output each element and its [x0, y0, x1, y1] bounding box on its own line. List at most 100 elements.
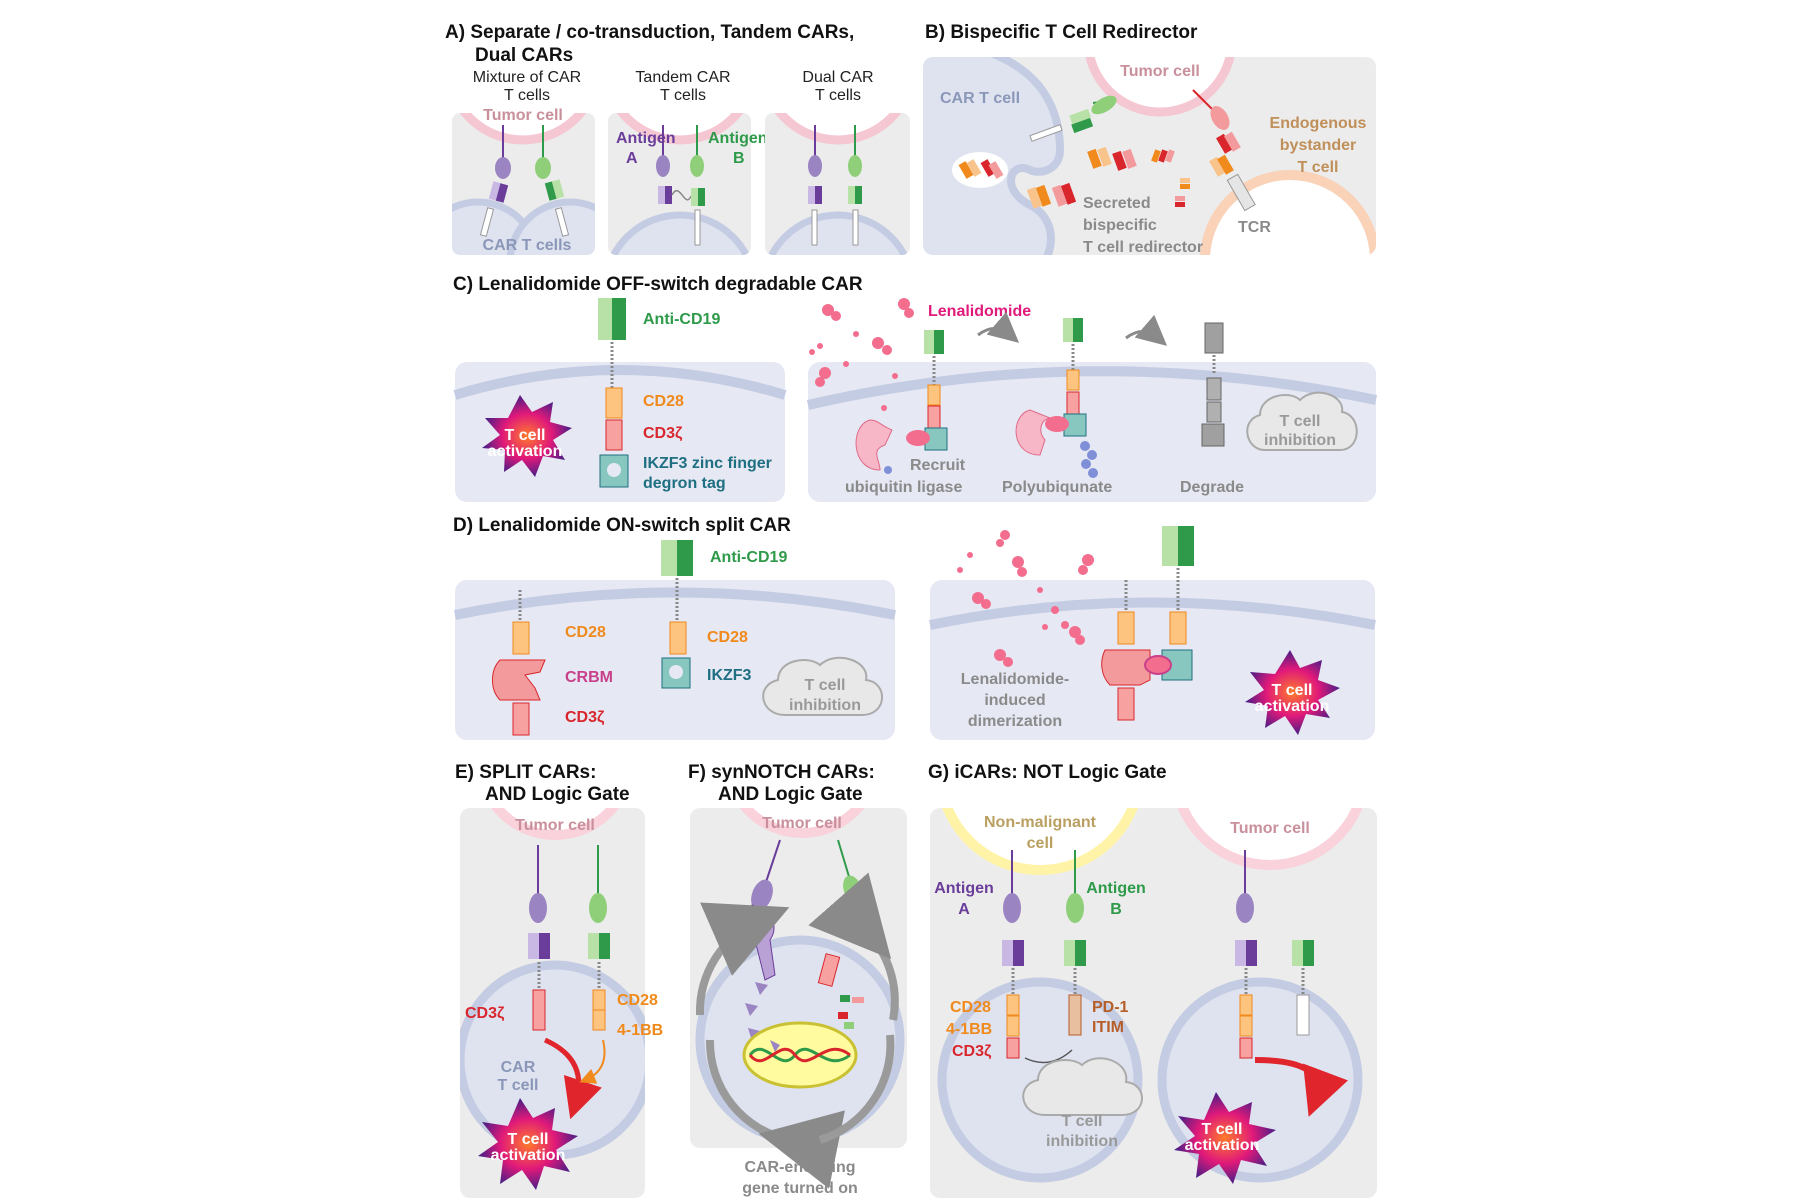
- box-tandem: [608, 113, 751, 255]
- anti-cd19-label: Anti-CD19: [643, 311, 720, 328]
- caption-2: gene turned on: [742, 1180, 858, 1197]
- car-t-cell-right: [506, 198, 595, 255]
- activation-label-2: activation: [1185, 1137, 1260, 1154]
- col3-label-2: T cells: [815, 87, 861, 104]
- inhibition-label-2: inhibition: [1264, 432, 1336, 449]
- cd3z-domain: [605, 419, 623, 451]
- cd28-left-label: CD28: [565, 624, 606, 641]
- car-t-cell: [923, 57, 1065, 255]
- scfv-a: [488, 181, 502, 201]
- activation-label-2: activation: [1255, 698, 1330, 715]
- cd28-domain: [605, 387, 623, 419]
- col1-label: Mixture of CAR: [473, 69, 581, 86]
- col2-label-2: T cells: [660, 87, 706, 104]
- tumor-cell-label: Tumor cell: [483, 107, 563, 124]
- ikzf3-label: IKZF3: [707, 667, 752, 684]
- activation-label-2: activation: [488, 443, 563, 460]
- cd28-label: CD28: [617, 992, 658, 1009]
- col1-label-2: T cells: [504, 87, 550, 104]
- antigen-a-label-2: A: [626, 150, 638, 167]
- activation-burst: [1245, 650, 1340, 735]
- 4-1bb-label: 4-1BB: [617, 1022, 663, 1039]
- lenalidomide-molecules: [957, 530, 1094, 667]
- cd28-label: CD28: [950, 999, 991, 1016]
- antigen-a-label: Antigen: [934, 880, 994, 897]
- car-t-label: CAR T cell: [940, 90, 1020, 107]
- panel-e: E) SPLIT CARs: AND Logic Gate Tumor cell…: [455, 762, 663, 1198]
- 4-1bb-label: 4-1BB: [946, 1021, 992, 1038]
- ubiquitin-chain: [1080, 441, 1098, 478]
- ikzf3-label-2: degron tag: [643, 475, 726, 492]
- endo-label-3: T cell: [1298, 159, 1339, 176]
- antigen-b-label: Antigen: [1086, 880, 1146, 897]
- lenalidomide-molecules: [809, 298, 914, 411]
- crbm-domain: [492, 659, 546, 701]
- tumor-label: Tumor cell: [515, 817, 595, 834]
- antigen-b-label-2: B: [733, 150, 745, 167]
- car-t-label-2: T cell: [498, 1077, 539, 1094]
- inhibition-label-2: inhibition: [1046, 1133, 1118, 1150]
- tumor-label: Tumor cell: [1120, 63, 1200, 80]
- activation-burst: [478, 1098, 578, 1190]
- anti-cd19-label: Anti-CD19: [710, 549, 787, 566]
- secreted-label-2: bispecific: [1083, 217, 1157, 234]
- endo-label-2: bystander: [1280, 137, 1356, 154]
- vesicle: [952, 152, 1008, 188]
- car-t-cells-label: CAR T cells: [483, 237, 572, 254]
- panel-g: G) iCARs: NOT Logic Gate Non-malignant c…: [928, 762, 1377, 1198]
- activation-burst: [482, 395, 572, 477]
- inhibition-label-2: inhibition: [789, 697, 861, 714]
- panel-f-title-2: AND Logic Gate: [718, 784, 863, 805]
- tumor-cell: [452, 113, 595, 145]
- crbm-label: CRBM: [565, 669, 613, 686]
- box-c-right: [808, 362, 1376, 502]
- panel-b-title: B) Bispecific T Cell Redirector: [925, 22, 1198, 43]
- panel-b: B) Bispecific T Cell Redirector Tumor ce…: [923, 22, 1376, 256]
- panel-g-title: G) iCARs: NOT Logic Gate: [928, 762, 1167, 783]
- scfv-b: [544, 181, 558, 201]
- col2-label: Tandem CAR: [635, 69, 730, 86]
- antigen-b: [535, 125, 551, 179]
- cd28-mid-label: CD28: [707, 629, 748, 646]
- antigen-b-label-2: B: [1110, 901, 1122, 918]
- caption: CAR-encoding: [744, 1159, 855, 1176]
- polyub-label: Polyubiqunate: [1002, 479, 1112, 496]
- non-malignant-label: Non-malignant: [984, 814, 1097, 831]
- panel-c-title: C) Lenalidomide OFF-switch degradable CA…: [453, 274, 863, 295]
- cd28-label: CD28: [643, 393, 684, 410]
- antigen-a-label: Antigen: [616, 130, 676, 147]
- bystander-t-cell: [1200, 170, 1376, 255]
- dimerization-label-2: induced: [984, 692, 1045, 709]
- inhibition-label: T cell: [1280, 413, 1321, 430]
- pd1-label: PD-1: [1092, 999, 1129, 1016]
- non-malignant-label-2: cell: [1027, 835, 1054, 852]
- dimerization-label: Lenalidomide-: [961, 671, 1069, 688]
- anti-cd19-scfv: [598, 298, 612, 340]
- bispecific-molecules: [1087, 146, 1190, 207]
- cd3z-label: CD3ζ: [565, 709, 605, 726]
- activation-label: T cell: [505, 427, 546, 444]
- panel-d-title: D) Lenalidomide ON-switch split CAR: [453, 515, 791, 536]
- tumor-cell: [1083, 57, 1237, 117]
- panel-c: C) Lenalidomide OFF-switch degradable CA…: [453, 274, 1378, 502]
- cd3z-label: CD3ζ: [465, 1005, 505, 1022]
- tcr-label: TCR: [1238, 219, 1271, 236]
- activation-label-2: activation: [491, 1147, 566, 1164]
- endo-label: Endogenous: [1270, 115, 1367, 132]
- antigen-a: [495, 125, 511, 179]
- panel-a-title: A) Separate / co-transduction, Tandem CA…: [445, 22, 854, 43]
- inhibition-label: T cell: [805, 677, 846, 694]
- nucleus: [742, 1021, 858, 1089]
- lenalidomide-label: Lenalidomide: [928, 303, 1031, 320]
- car-t-cell-left: [452, 198, 542, 255]
- activation-label: T cell: [1202, 1121, 1243, 1138]
- panel-e-title-2: AND Logic Gate: [485, 784, 630, 805]
- antigen-b-label: Antigen: [708, 130, 768, 147]
- antigen-a-label-2: A: [958, 901, 970, 918]
- itim-label: ITIM: [1092, 1019, 1124, 1036]
- box-dual: [765, 113, 910, 255]
- cd3z-label: CD3ζ: [643, 425, 683, 442]
- activation-label: T cell: [508, 1131, 549, 1148]
- panel-f-title: F) synNOTCH CARs:: [688, 762, 875, 783]
